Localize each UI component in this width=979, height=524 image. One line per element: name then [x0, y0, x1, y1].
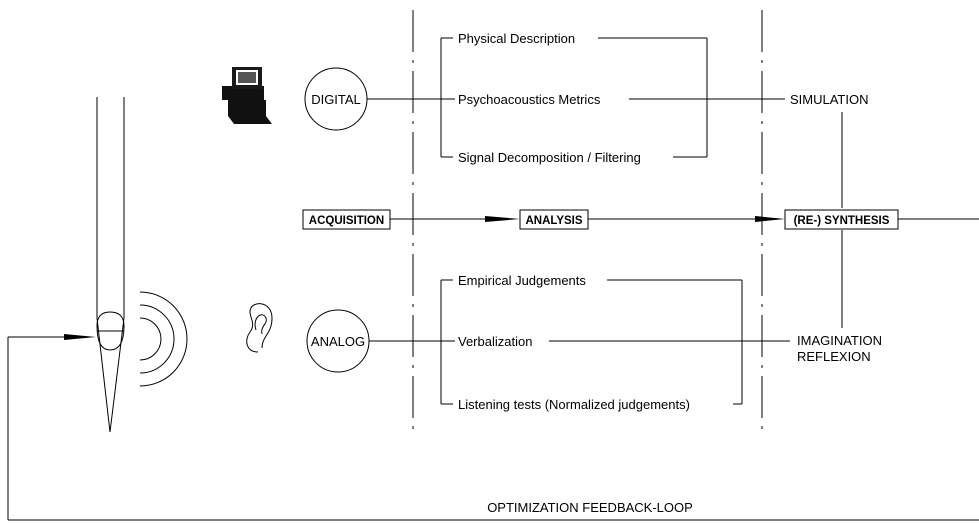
analog-label: ANALOG: [311, 334, 365, 349]
digital-label: DIGITAL: [311, 92, 361, 107]
analog-method-listening-tests: Listening tests (Normalized judgements): [458, 397, 690, 412]
arrow-to-synthesis: [755, 216, 785, 222]
analog-method-empirical-judgements: Empirical Judgements: [458, 273, 586, 288]
ear-icon: [246, 303, 273, 353]
feedback-loop-label: OPTIMIZATION FEEDBACK-LOOP: [487, 500, 693, 515]
digital-method-physical-description: Physical Description: [458, 31, 575, 46]
arrow-to-analysis: [485, 216, 520, 222]
feedback-loop-line: [7, 334, 979, 521]
analysis-label: ANALYSIS: [525, 215, 582, 227]
output-simulation: SIMULATION: [790, 92, 869, 107]
synthesis-label: (RE-) SYNTHESIS: [794, 215, 890, 227]
output-imagination: IMAGINATION: [797, 333, 882, 348]
output-reflexion: REFLEXION: [797, 349, 871, 364]
listener-figure: [96, 97, 125, 433]
digital-method-signal-decomposition: Signal Decomposition / Filtering: [458, 150, 641, 165]
digital-method-psychoacoustics-metrics: Psychoacoustics Metrics: [458, 92, 601, 107]
sound-waves-icon: [139, 291, 188, 387]
analog-method-verbalization: Verbalization: [458, 334, 532, 349]
computer-icon: [222, 67, 272, 124]
acquisition-label: ACQUISITION: [309, 215, 384, 227]
